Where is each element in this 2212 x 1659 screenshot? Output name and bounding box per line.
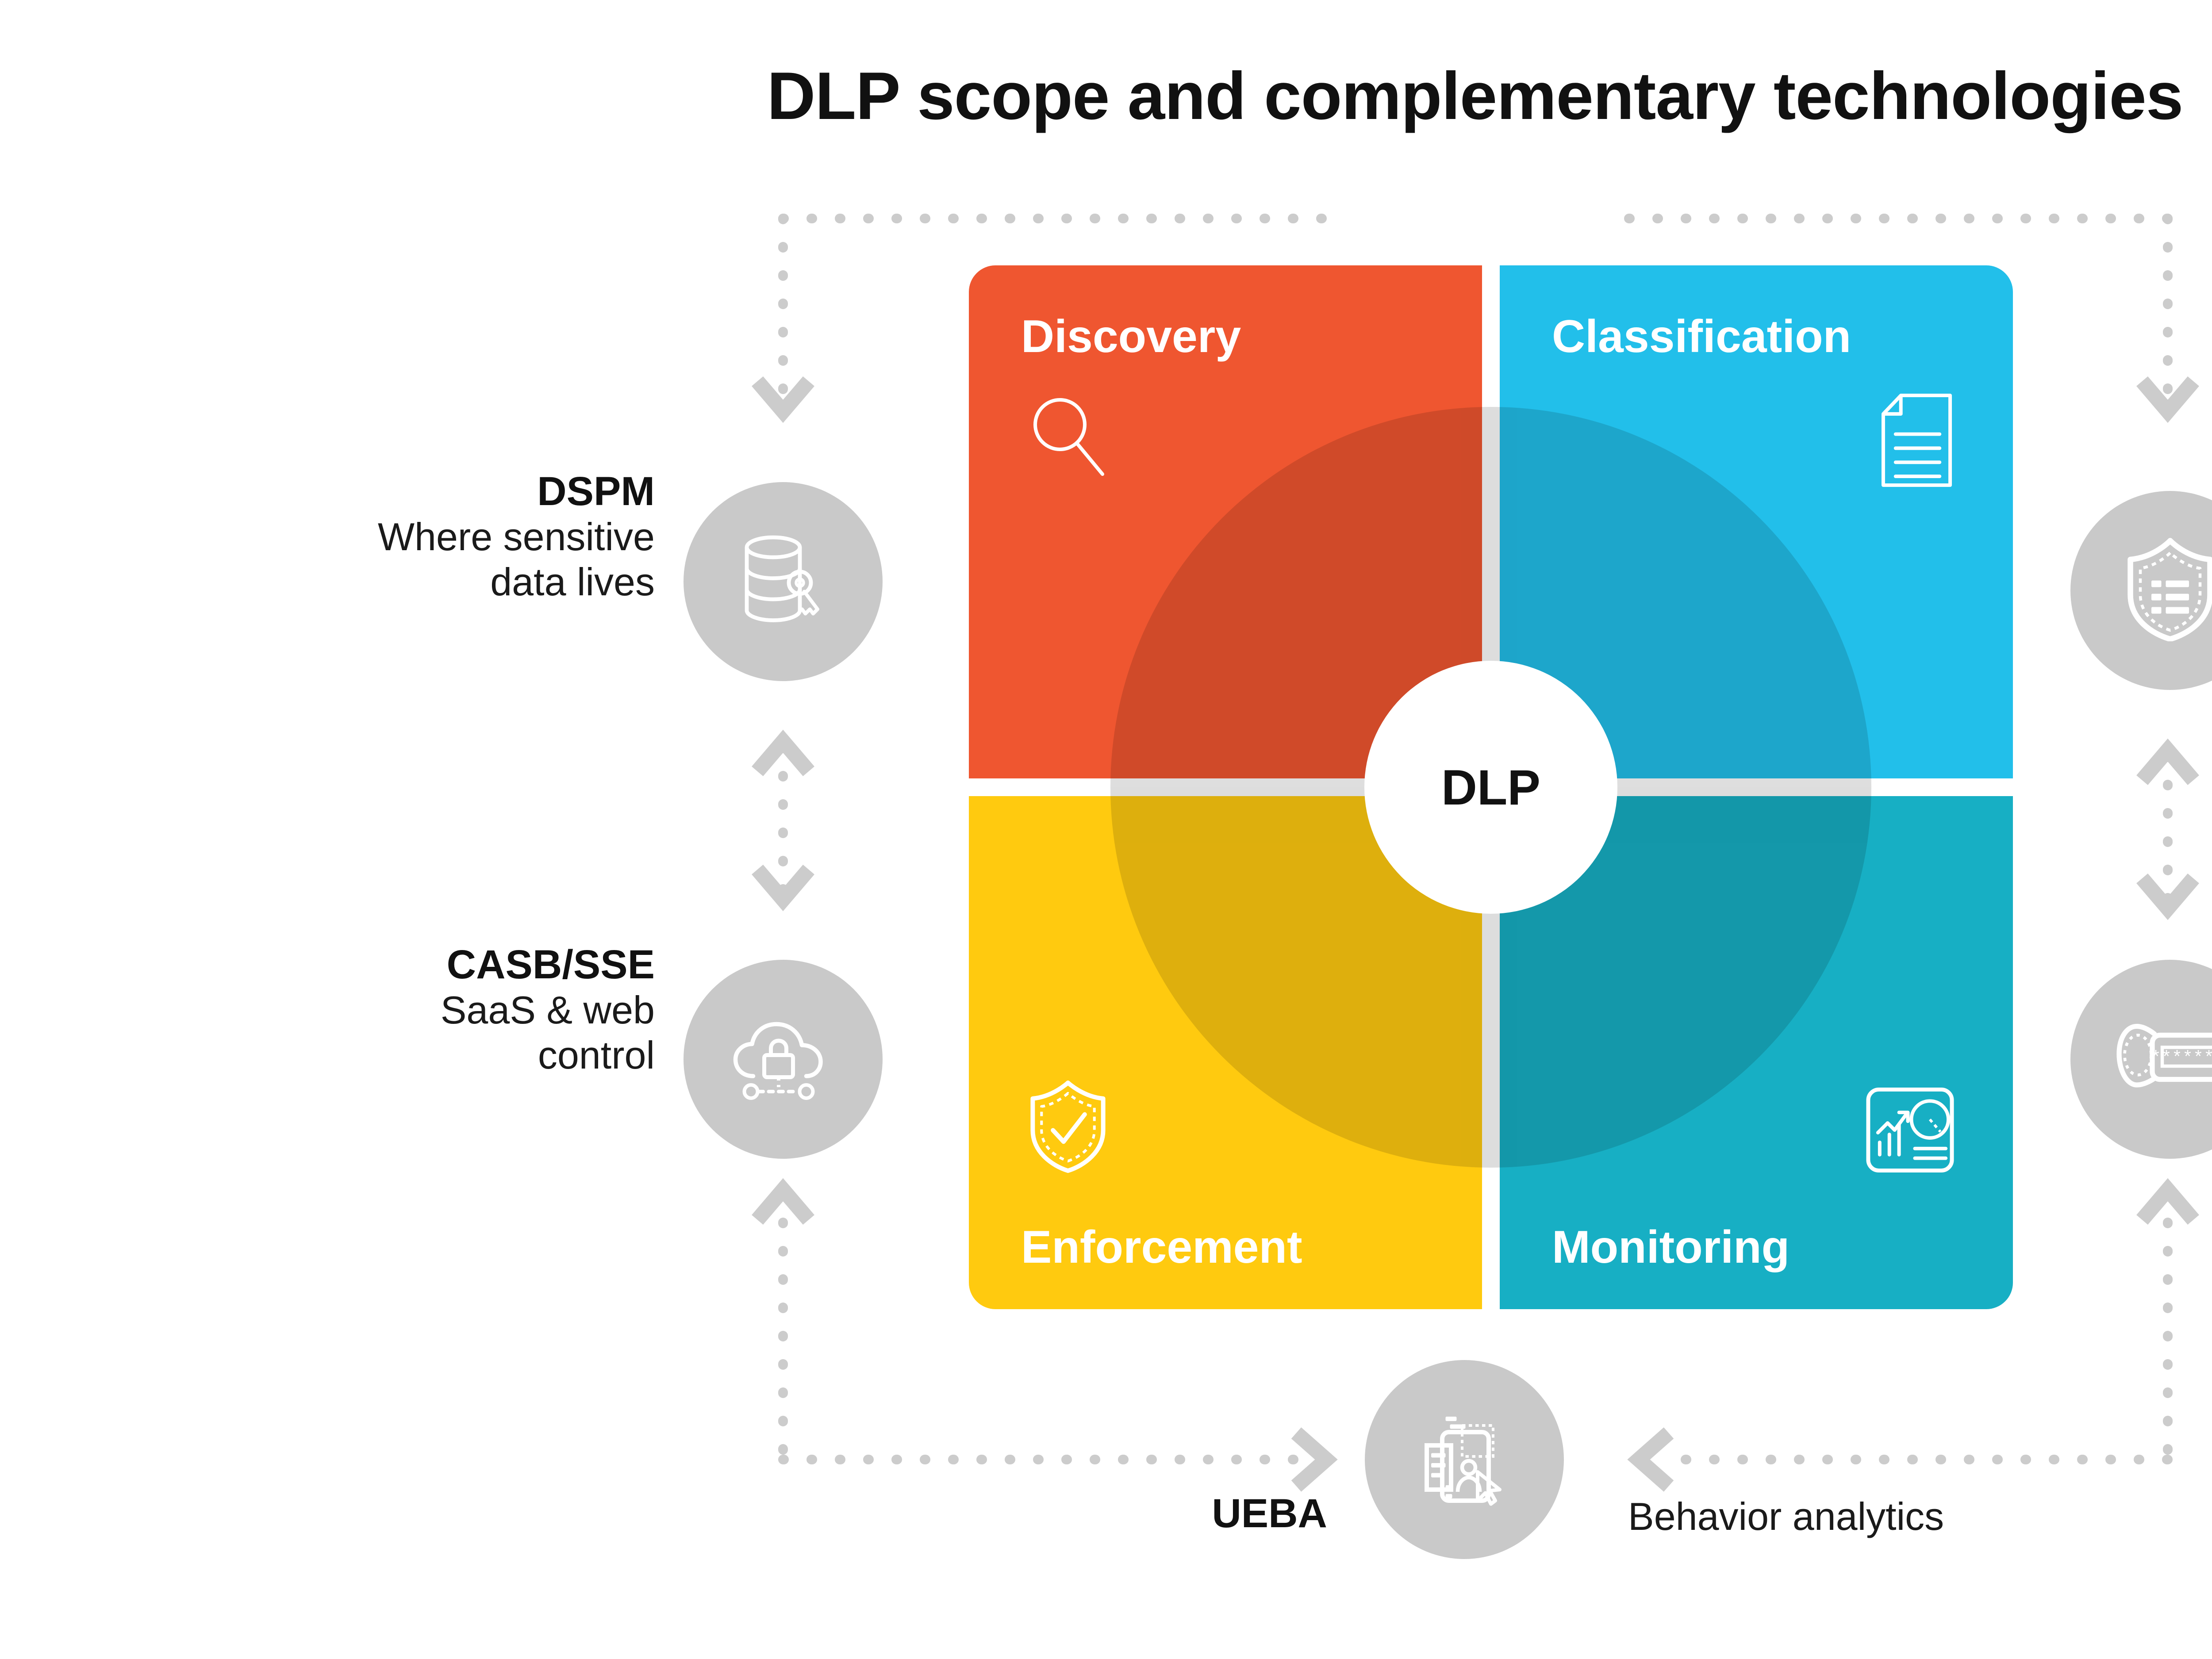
label-casb-desc-1: SaaS & web (440, 988, 655, 1032)
quadrant-label-enforcement: Enforcement (1021, 1222, 1302, 1273)
quadrant-label-classification: Classification (1552, 311, 1851, 362)
label-dspm-desc-2: data lives (490, 560, 655, 604)
label-dspm-title: DSPM (537, 469, 655, 514)
arrowhead-right-ueba (1291, 1427, 1338, 1492)
bubble-dspm[interactable] (684, 482, 883, 681)
bubble-casb-sse[interactable] (684, 960, 883, 1159)
arrowhead-up-tok (2136, 1178, 2199, 1225)
center-dlp-badge: DLP (1364, 661, 1617, 914)
document-icon (1878, 393, 1955, 490)
label-casb-sse: CASB/SSE SaaS & web control (44, 942, 655, 1078)
quadrant-monitoring[interactable]: Monitoring (1500, 796, 2013, 1309)
arrowhead-left-ueba (1627, 1427, 1674, 1492)
dlp-quadrant-matrix: Discovery Classification (969, 265, 2013, 1309)
bubble-ueba[interactable] (1365, 1360, 1564, 1559)
cloud-lock-icon (730, 1012, 836, 1107)
quadrant-label-discovery: Discovery (1021, 311, 1241, 362)
quadrant-enforcement[interactable]: Enforcement (969, 796, 1482, 1309)
arrowhead-down-dspm (752, 376, 814, 423)
label-casb-desc-2: control (538, 1033, 655, 1077)
label-casb-title: CASB/SSE (446, 942, 655, 987)
database-key-icon (736, 531, 831, 632)
quadrant-label-monitoring: Monitoring (1552, 1222, 1790, 1273)
quadrant-classification[interactable]: Classification (1500, 265, 2013, 778)
shield-check-icon (1026, 1079, 1110, 1176)
page-title: DLP scope and complementary technologies (767, 58, 2184, 134)
behavior-analytics-icon (1413, 1408, 1515, 1512)
svg-text:*******: ******* (2151, 1049, 2212, 1069)
label-ueba-desc: Behavior analytics (1628, 1494, 1944, 1538)
quadrant-discovery[interactable]: Discovery (969, 265, 1482, 778)
arrowhead-down-irm (2136, 376, 2199, 423)
label-dspm: DSPM Where sensitive data lives (44, 469, 655, 605)
arrowhead-up-irm (2136, 738, 2199, 785)
shield-document-icon (2125, 537, 2212, 644)
analytics-report-icon (1865, 1086, 1955, 1176)
label-ueba: UEBA (1018, 1490, 1327, 1537)
label-dspm-desc-1: Where sensitive (377, 515, 655, 559)
arrowhead-up-casb (752, 1178, 814, 1225)
label-ueba-title: UEBA (1212, 1491, 1327, 1536)
arrowhead-down-casb (752, 864, 814, 912)
magnifier-icon (1026, 393, 1110, 483)
arrowhead-up-dspm (752, 729, 814, 777)
arrowhead-down-tok (2136, 873, 2199, 920)
masked-field-icon: ******* (2115, 1019, 2212, 1100)
label-behavior-analytics: Behavior analytics (1628, 1494, 2203, 1539)
